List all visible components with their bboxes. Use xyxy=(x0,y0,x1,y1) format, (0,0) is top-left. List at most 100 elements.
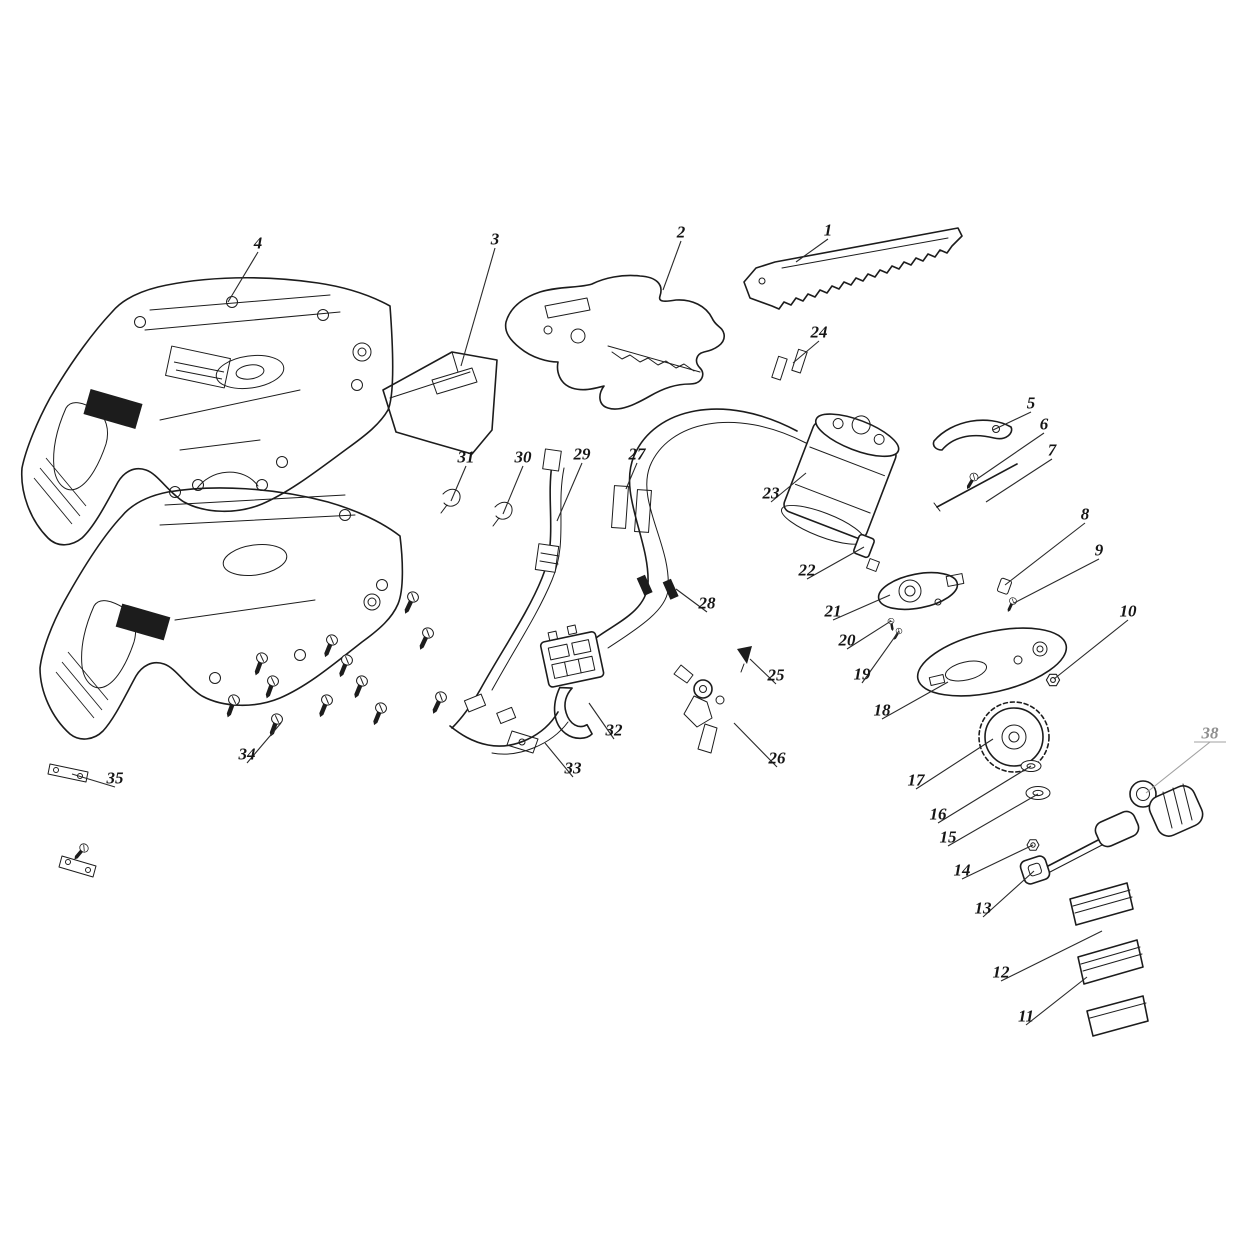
part-4-housing-left-shape xyxy=(357,347,367,357)
part-3-shoe-plate-shape xyxy=(451,351,459,373)
part-4-housing-left-shape xyxy=(276,456,288,468)
part-4-housing-left-shape xyxy=(83,389,143,429)
housing-right-half-shape xyxy=(367,597,377,607)
part-3-shoe-plate xyxy=(382,351,498,455)
part-label-38: 38 xyxy=(1201,724,1220,743)
part-label-6: 6 xyxy=(1040,415,1049,434)
part-21-bearing-plate-shape xyxy=(904,585,916,597)
part-label-33: 33 xyxy=(564,759,583,778)
housing-right-half-shape xyxy=(61,661,103,711)
part-11-block-2 xyxy=(1086,995,1149,1037)
part-31-clip-shape xyxy=(442,488,461,507)
bracket-lower-shape xyxy=(85,867,91,873)
part-3-shoe-plate-shape xyxy=(431,367,478,395)
part-label-10: 10 xyxy=(1120,602,1138,621)
wire-harness-shape xyxy=(540,552,560,557)
part-11-block-2-shape xyxy=(1089,1002,1147,1019)
wire-harness-shape xyxy=(451,463,553,729)
part-23-motor-shape xyxy=(873,433,885,445)
part-27-terminals-shape xyxy=(611,485,629,529)
part-label-16: 16 xyxy=(930,805,948,824)
part-4-housing-left-shape xyxy=(173,361,225,373)
part-23-motor-shape xyxy=(832,418,844,430)
leader-line-8 xyxy=(1004,522,1086,586)
part-label-32: 32 xyxy=(605,721,624,740)
leader-line-10 xyxy=(1053,619,1129,680)
part-11-block-shape xyxy=(1082,953,1143,972)
part-25-button xyxy=(737,646,752,673)
part-4-housing-left xyxy=(20,276,394,546)
part-17-gear-shape xyxy=(978,701,1050,773)
leader-line-21 xyxy=(832,594,891,621)
part-38-spindle-assembly-shape xyxy=(1172,787,1183,825)
wire-harness-shape xyxy=(595,408,798,639)
leader-line-13 xyxy=(982,870,1035,918)
part-4-housing-left-shape xyxy=(144,311,341,331)
housing-right-half-shape xyxy=(55,671,95,719)
leader-line-17 xyxy=(915,738,994,790)
part-18-gearbox-plate xyxy=(916,627,1068,697)
part-34-screws-shape xyxy=(261,673,281,701)
housing-right-half-shape xyxy=(115,603,171,641)
part-4-housing-left-shape xyxy=(317,309,329,321)
leader-line-16 xyxy=(937,765,1032,824)
housing-right-half-shape xyxy=(209,672,221,684)
part-17-gear xyxy=(978,701,1050,773)
part-15-washer-shape xyxy=(1032,789,1044,797)
housing-right-half-shape xyxy=(164,494,346,506)
housing-right-half-shape xyxy=(222,543,288,577)
part-32-trigger-switch-shape xyxy=(547,643,570,661)
part-23-motor-shape xyxy=(794,483,871,514)
part-11-block xyxy=(1077,939,1144,985)
part-34-screws-shape xyxy=(250,650,270,678)
part-38-spindle-assembly-shape xyxy=(1094,810,1140,848)
part-label-18: 18 xyxy=(874,701,892,720)
part-label-2: 2 xyxy=(676,223,686,242)
leader-line-29 xyxy=(556,462,583,522)
part-label-26: 26 xyxy=(768,749,787,768)
part-label-24: 24 xyxy=(810,323,828,342)
housing-right-half-shape xyxy=(159,514,356,526)
part-2-front-bracket-shape xyxy=(570,328,586,344)
part-4-housing-left-shape xyxy=(235,364,265,380)
part-17-gear-shape xyxy=(1001,724,1027,750)
part-label-5: 5 xyxy=(1027,394,1036,413)
part-18-gearbox-plate-shape xyxy=(1013,655,1023,665)
part-20-screw xyxy=(887,617,897,632)
housing-right-half-shape xyxy=(81,600,137,689)
part-24-pins xyxy=(771,348,808,381)
part-4-housing-left-shape xyxy=(351,379,363,391)
part-24-pins-shape xyxy=(791,348,808,374)
part-label-22: 22 xyxy=(798,561,817,580)
part-38-spindle-assembly-shape xyxy=(1129,780,1157,808)
part-12-block xyxy=(1069,882,1134,926)
part-label-19: 19 xyxy=(854,665,872,684)
leader-line-12 xyxy=(1000,930,1103,982)
part-32-trigger-switch-shape xyxy=(564,661,568,677)
part-30-clip xyxy=(492,501,513,527)
part-label-8: 8 xyxy=(1081,505,1090,524)
part-35-bracket-shape xyxy=(47,763,89,783)
part-23-motor-shape xyxy=(851,415,871,435)
bracket-lower-shape xyxy=(65,859,71,865)
part-label-28: 28 xyxy=(698,594,717,613)
part-2-front-bracket xyxy=(504,274,725,410)
part-2-front-bracket-shape xyxy=(611,351,695,372)
housing-right-half-shape xyxy=(376,579,388,591)
part-18-gearbox-plate-shape xyxy=(916,627,1068,697)
part-4-housing-left-shape xyxy=(352,342,372,362)
leader-line-14 xyxy=(961,844,1034,880)
part-label-35: 35 xyxy=(106,769,125,788)
part-23-motor xyxy=(780,413,900,545)
part-28-sleeves-shape xyxy=(662,578,679,600)
part-5-pivot-shoe-shape xyxy=(932,419,1013,451)
part-31-clip-shape xyxy=(440,504,448,514)
housing-right-half-shape xyxy=(67,651,109,701)
part-35-bracket-shape xyxy=(53,767,59,773)
part-4-housing-left-shape xyxy=(179,439,261,451)
part-28-sleeves xyxy=(636,574,679,600)
leader-line-28 xyxy=(675,588,708,613)
part-38-spindle-assembly xyxy=(1047,780,1204,873)
part-15-washer-shape xyxy=(1025,786,1051,800)
